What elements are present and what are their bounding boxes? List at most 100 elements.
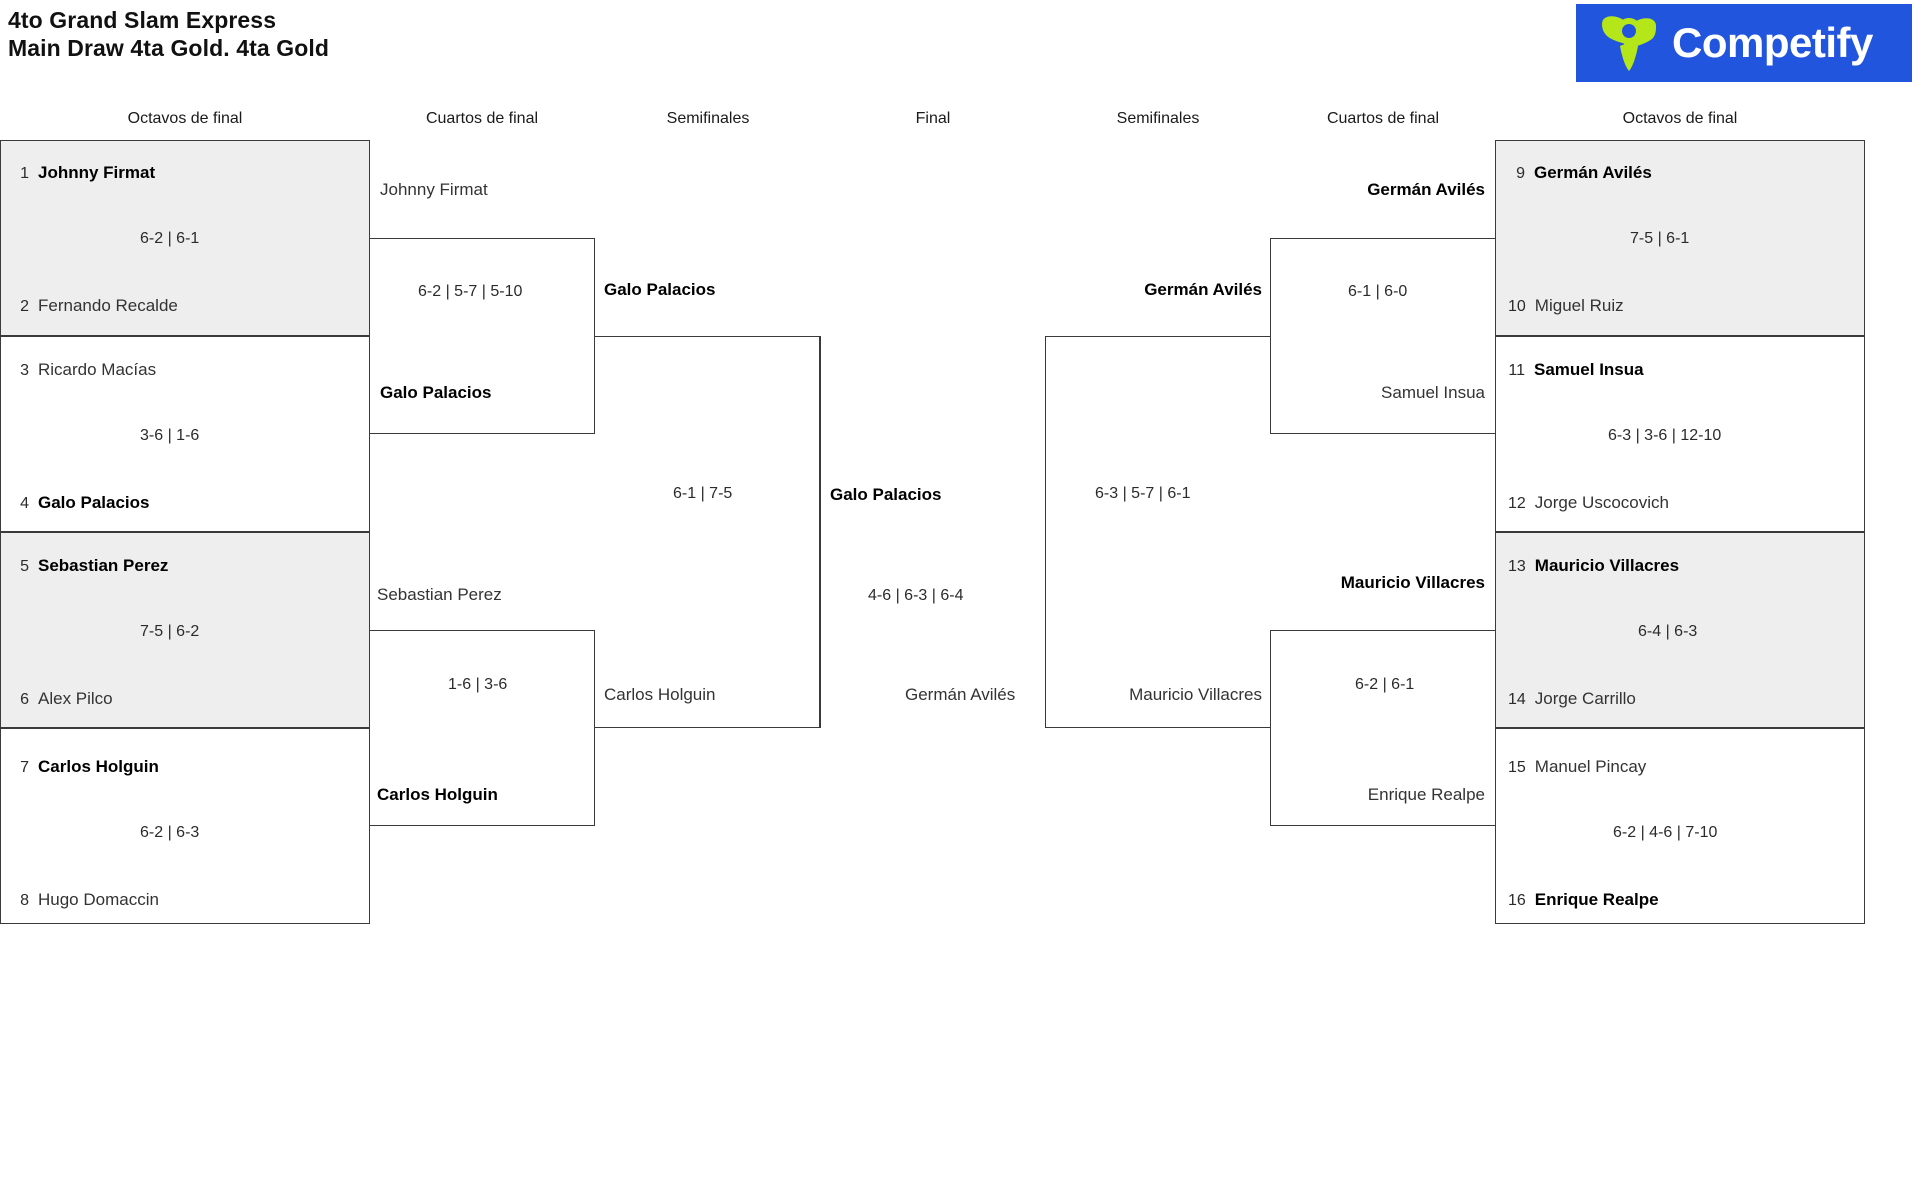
round-label-right-qf: Cuartos de final (1326, 110, 1440, 127)
match-box-rsf[interactable] (1045, 336, 1270, 728)
player-lqf2-bottom[interactable]: Carlos Holguin (377, 785, 498, 804)
match-box-lqf1[interactable] (370, 238, 595, 434)
score-rqf2: 6-2 | 6-1 (1355, 676, 1415, 693)
score-lqf2: 1-6 | 3-6 (448, 676, 508, 693)
round-label-left-sf: Semifinales (666, 110, 750, 127)
player-name: Mauricio Villacres (1534, 556, 1680, 575)
brand-name: Competify (1672, 19, 1873, 66)
player-name: Germán Avilés (1534, 163, 1652, 182)
score-r2: 6-3 | 3-6 | 12-10 (1608, 427, 1722, 444)
score-lsf: 6-1 | 7-5 (673, 485, 733, 502)
seed-number: 2 (20, 298, 29, 315)
match-box-r3[interactable] (1495, 532, 1865, 728)
score-l2: 3-6 | 1-6 (140, 427, 200, 444)
player-l3-bottom[interactable]: 6 Alex Pilco (12, 689, 113, 709)
score-l1: 6-2 | 6-1 (140, 230, 200, 247)
player-name: Carlos Holguin (38, 757, 159, 776)
title-line-2: Main Draw 4ta Gold. 4ta Gold (8, 35, 330, 61)
score-r3: 6-4 | 6-3 (1638, 623, 1698, 640)
player-r1-bottom[interactable]: 10 Miguel Ruiz (1508, 296, 1624, 316)
player-l2-bottom[interactable]: 4 Galo Palacios (12, 493, 150, 513)
seed-number: 9 (1516, 165, 1525, 182)
seed-number: 1 (20, 165, 29, 182)
score-l4: 6-2 | 6-3 (140, 824, 200, 841)
player-name: Fernando Recalde (38, 296, 178, 315)
player-name: Jorge Uscocovich (1534, 493, 1669, 512)
player-name: Manuel Pincay (1534, 757, 1647, 776)
round-label-right-r16: Octavos de final (1622, 110, 1738, 127)
seed-number: 7 (20, 759, 29, 776)
seed-number: 16 (1508, 892, 1526, 909)
match-box-lqf2[interactable] (370, 630, 595, 826)
competify-person-icon (1602, 16, 1656, 71)
score-r4: 6-2 | 4-6 | 7-10 (1613, 824, 1718, 841)
match-box-l3[interactable] (0, 532, 370, 728)
player-name: Alex Pilco (38, 689, 113, 708)
match-box-r2[interactable] (1495, 336, 1865, 532)
seed-number: 8 (20, 892, 29, 909)
tournament-title: 4to Grand Slam Express Main Draw 4ta Gol… (8, 6, 329, 62)
player-l4-bottom[interactable]: 8 Hugo Domaccin (12, 890, 159, 910)
player-l2-top[interactable]: 3 Ricardo Macías (12, 360, 156, 380)
player-name: Enrique Realpe (1534, 890, 1659, 909)
player-rsf-bottom[interactable]: Mauricio Villacres (1129, 685, 1262, 704)
player-l1-bottom[interactable]: 2 Fernando Recalde (12, 296, 178, 316)
seed-number: 10 (1508, 298, 1526, 315)
competify-logo[interactable]: Competify (1576, 4, 1912, 82)
score-lqf1: 6-2 | 5-7 | 5-10 (418, 283, 523, 300)
final-left-spine (820, 336, 821, 728)
player-r2-bottom[interactable]: 12 Jorge Uscocovich (1508, 493, 1669, 513)
round-label-left-r16: Octavos de final (127, 110, 243, 127)
seed-number: 3 (20, 362, 29, 379)
score-rsf: 6-3 | 5-7 | 6-1 (1095, 485, 1191, 502)
player-lqf1-bottom[interactable]: Galo Palacios (380, 383, 492, 402)
player-final-top[interactable]: Galo Palacios (830, 485, 942, 504)
player-l3-top[interactable]: 5 Sebastian Perez (12, 556, 168, 576)
seed-number: 5 (20, 558, 29, 575)
player-rqf1-top[interactable]: Germán Avilés (1367, 180, 1485, 199)
player-l1-top[interactable]: 1 Johnny Firmat (12, 163, 155, 183)
player-r2-top[interactable]: 11 Samuel Insua (1508, 360, 1643, 380)
player-rsf-top[interactable]: Germán Avilés (1144, 280, 1262, 299)
player-r4-bottom[interactable]: 16 Enrique Realpe (1508, 890, 1659, 910)
title-line-1: 4to Grand Slam Express (8, 7, 277, 33)
seed-number: 15 (1508, 759, 1526, 776)
player-name: Galo Palacios (38, 493, 150, 512)
match-box-r1[interactable] (1495, 140, 1865, 336)
player-rqf2-bottom[interactable]: Enrique Realpe (1367, 785, 1485, 804)
match-box-r4[interactable] (1495, 728, 1865, 924)
player-r1-top[interactable]: 9 Germán Avilés (1508, 163, 1652, 183)
round-label-final: Final (915, 110, 951, 127)
player-r3-top[interactable]: 13 Mauricio Villacres (1508, 556, 1679, 576)
seed-number: 14 (1508, 691, 1526, 708)
player-lqf1-top[interactable]: Johnny Firmat (380, 180, 488, 199)
player-rqf2-top[interactable]: Mauricio Villacres (1340, 573, 1485, 592)
round-label-left-qf: Cuartos de final (425, 110, 539, 127)
match-box-l1[interactable] (0, 140, 370, 336)
match-box-lsf[interactable] (595, 336, 820, 728)
player-rqf1-bottom[interactable]: Samuel Insua (1381, 383, 1485, 402)
match-box-l2[interactable] (0, 336, 370, 532)
player-name: Sebastian Perez (38, 556, 169, 575)
player-final-bottom[interactable]: Germán Avilés (905, 685, 1016, 704)
score-l3: 7-5 | 6-2 (140, 623, 200, 640)
player-lsf-top[interactable]: Galo Palacios (604, 280, 716, 299)
match-box-l4[interactable] (0, 728, 370, 924)
seed-number: 6 (20, 691, 29, 708)
score-r1: 7-5 | 6-1 (1630, 230, 1690, 247)
player-name: Ricardo Macías (38, 360, 157, 379)
player-l4-top[interactable]: 7 Carlos Holguin (12, 757, 159, 777)
seed-number: 11 (1508, 362, 1525, 379)
match-box-rqf2[interactable] (1270, 630, 1495, 826)
player-name: Johnny Firmat (38, 163, 156, 182)
player-lqf2-top[interactable]: Sebastian Perez (377, 585, 502, 604)
match-box-rqf1[interactable] (1270, 238, 1495, 434)
score-final: 4-6 | 6-3 | 6-4 (868, 587, 964, 604)
player-r3-bottom[interactable]: 14 Jorge Carrillo (1508, 689, 1636, 709)
seed-number: 4 (20, 495, 29, 512)
player-r4-top[interactable]: 15 Manuel Pincay (1508, 757, 1646, 777)
seed-number: 12 (1508, 495, 1526, 512)
player-name: Jorge Carrillo (1534, 689, 1636, 708)
player-lsf-bottom[interactable]: Carlos Holguin (604, 685, 716, 704)
